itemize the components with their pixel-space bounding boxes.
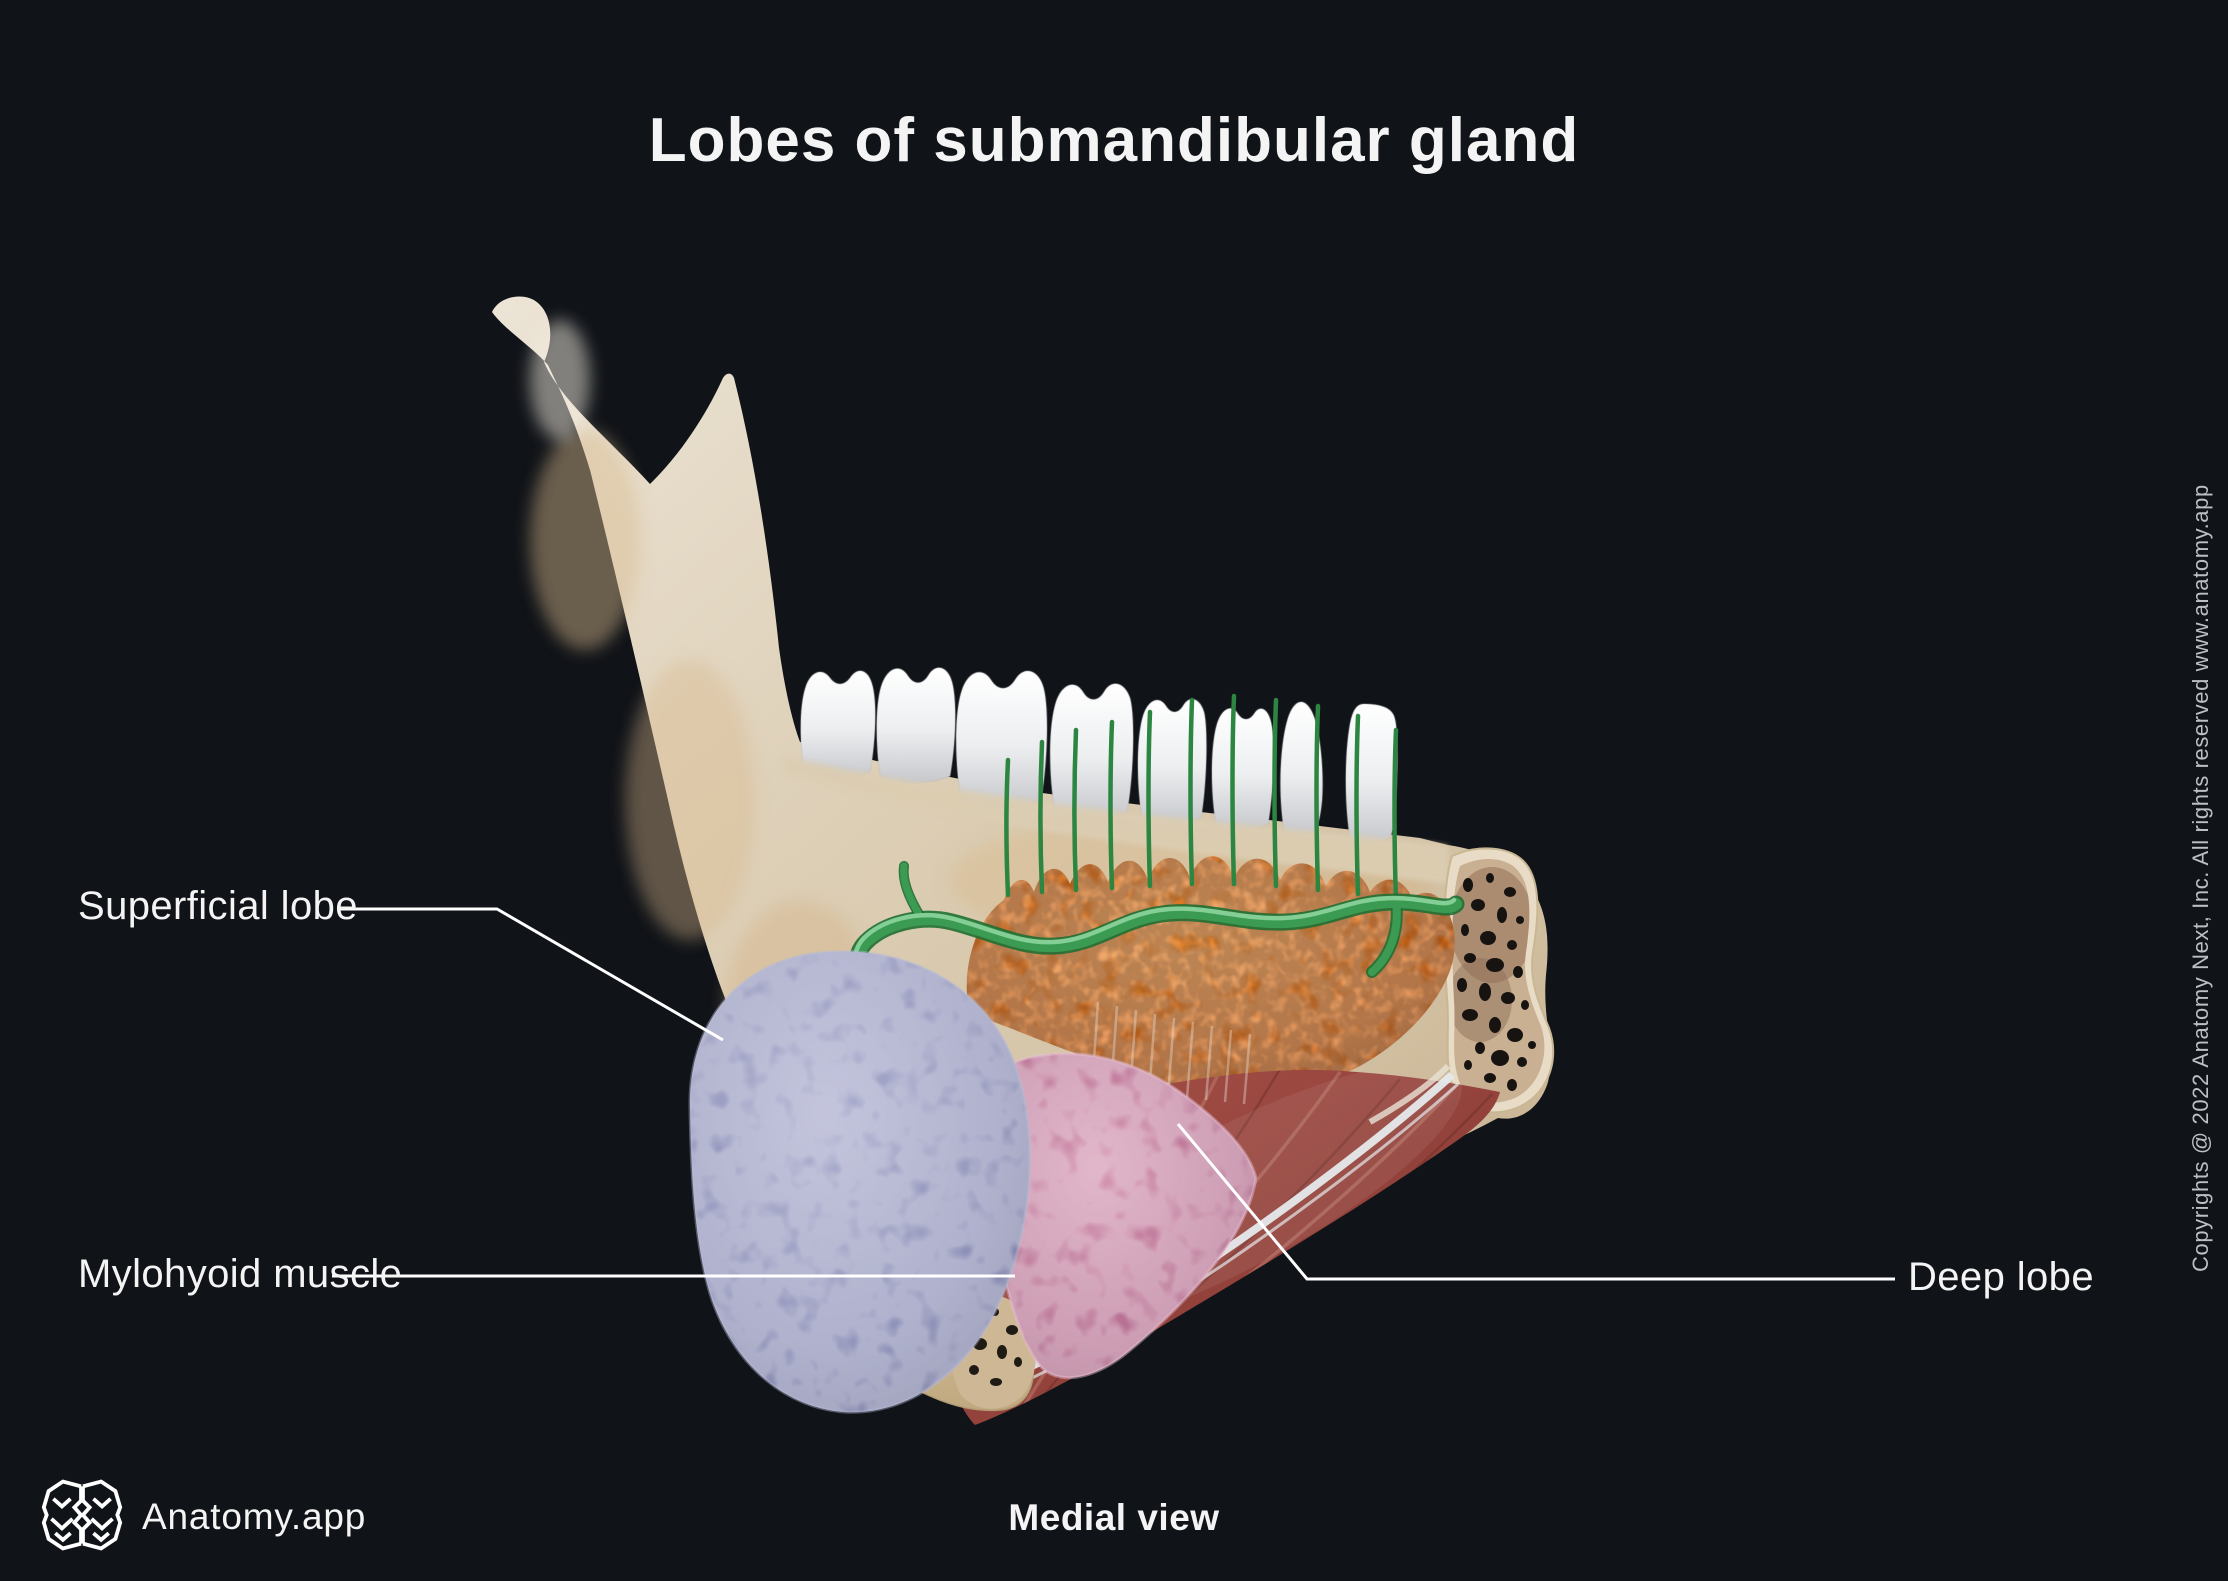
tooth-premolar — [1211, 707, 1275, 831]
page-title: Lobes of submandibular gland — [648, 105, 1580, 175]
label-deep-lobe: Deep lobe — [1908, 1255, 2094, 1299]
leader-deep-lobe — [1176, 1123, 1895, 1281]
view-caption: Medial view — [1008, 1497, 1220, 1538]
brain-logo-icon — [41, 1479, 123, 1551]
leader-superficial-lobe — [337, 907, 724, 1042]
tooth-molar — [955, 670, 1048, 809]
tooth-molar — [800, 670, 876, 779]
tooth-incisor — [1345, 703, 1399, 844]
tooth-molar — [876, 667, 956, 784]
label-superficial-lobe: Superficial lobe — [78, 884, 358, 928]
bone-cross-section — [1443, 847, 1555, 1114]
submandibular-duct — [848, 861, 1465, 1009]
label-mylohyoid-muscle: Mylohyoid muscle — [78, 1252, 403, 1296]
periosteum-sliver — [1368, 1063, 1451, 1125]
leader-lines — [332, 907, 1895, 1281]
gum-ridge — [782, 756, 1448, 884]
minor-duct-stalks — [1004, 693, 1399, 903]
brand-name: Anatomy.app — [142, 1496, 367, 1537]
tooth-molar — [1049, 683, 1134, 820]
copyright-text: Copyrights @ 2022 Anatomy Next, Inc. All… — [2188, 484, 2213, 1272]
